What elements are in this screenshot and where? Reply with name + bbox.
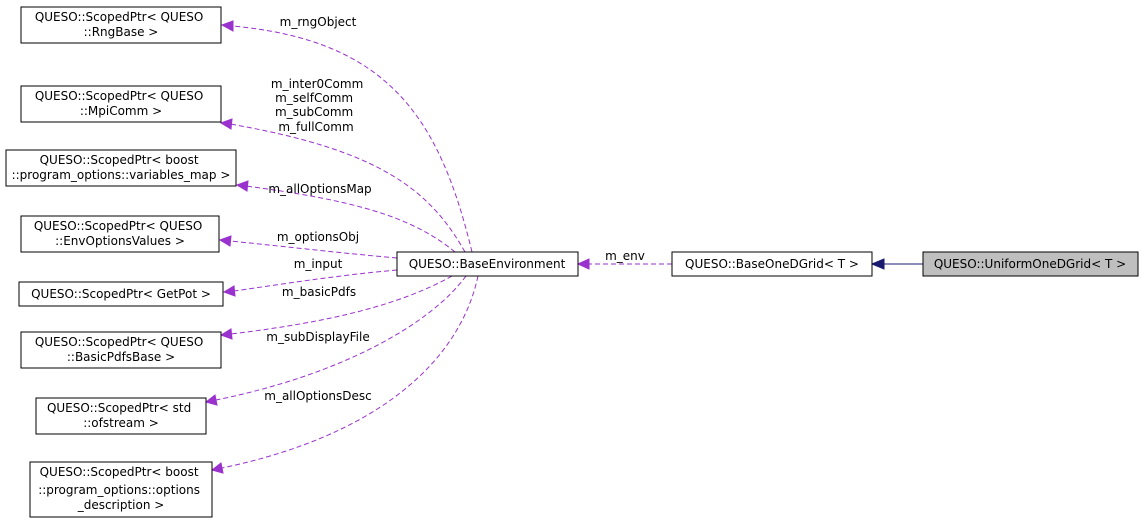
node-label-line: ::program_options::variables_map >	[12, 168, 231, 182]
node-label-line: QUESO::UniformOneDGrid< T >	[934, 257, 1126, 271]
edge-label-env: m_env	[605, 249, 645, 263]
edge-label-line: m_selfComm	[275, 91, 353, 105]
edge-label-comms: m_inter0Comm m_selfComm m_subComm m_full…	[271, 77, 367, 134]
node-label-line: QUESO::BaseOneDGrid< T >	[685, 257, 859, 271]
edge-label-all-options-map: m_allOptionsMap	[268, 182, 371, 196]
edge-label-rng-object: m_rngObject	[280, 15, 357, 29]
edge-label-all-options-desc: m_allOptionsDesc	[264, 389, 371, 403]
svg-text:QUESO::ScopedPtr< boost: QUESO::ScopedPtr< boost ::program_option…	[12, 153, 231, 182]
node-scoped-ptr-options-description[interactable]: QUESO::ScopedPtr< boost ::program_option…	[29, 461, 213, 518]
node-label-line: ::ofstream >	[83, 416, 159, 430]
edge-label-line: m_env	[605, 249, 645, 263]
svg-text:QUESO::BaseOneDGrid< T >: QUESO::BaseOneDGrid< T >	[685, 257, 859, 271]
edge-label-line: m_optionsObj	[277, 230, 359, 244]
edge-label-input: m_input	[294, 257, 343, 271]
node-scoped-ptr-env-options-values[interactable]: QUESO::ScopedPtr< QUESO ::EnvOptionsValu…	[20, 215, 220, 253]
edge-label-line: m_input	[294, 257, 343, 271]
edge-input	[222, 269, 398, 297]
node-scoped-ptr-getpot[interactable]: QUESO::ScopedPtr< GetPot >	[18, 281, 224, 307]
edge-inheritance	[870, 258, 923, 270]
edge-options-obj	[218, 235, 398, 259]
edge-label-line: m_allOptionsMap	[268, 182, 371, 196]
edge-label-basic-pdfs: m_basicPdfs	[282, 285, 356, 299]
edge-all-options-map	[235, 180, 456, 253]
node-label-line: ::EnvOptionsValues >	[55, 234, 185, 248]
edge-rng-object	[220, 20, 473, 253]
edge-label-line: m_rngObject	[280, 15, 357, 29]
svg-text:QUESO::ScopedPtr< QUESO: QUESO::ScopedPtr< QUESO ::BasicPdfsBase …	[35, 335, 207, 364]
edge-label-line: m_subDisplayFile	[266, 330, 369, 344]
svg-text:QUESO::ScopedPtr< QUESO: QUESO::ScopedPtr< QUESO ::EnvOptionsValu…	[34, 219, 206, 248]
edge-env	[576, 258, 672, 270]
edge-all-options-desc	[210, 275, 479, 474]
svg-text:QUESO::ScopedPtr< std ::: QUESO::ScopedPtr< std ::ofstream >	[47, 401, 195, 430]
edge-label-line: m_inter0Comm	[271, 77, 363, 91]
edge-label-sub-display-file: m_subDisplayFile	[266, 330, 369, 344]
node-label-line: QUESO::ScopedPtr< QUESO	[35, 89, 204, 103]
node-scoped-ptr-rng-base[interactable]: QUESO::ScopedPtr< QUESO ::RngBase >	[20, 6, 222, 44]
node-label-line: ::MpiComm >	[80, 104, 162, 118]
node-label-line: QUESO::ScopedPtr< QUESO	[35, 335, 204, 349]
edge-label-options-obj: m_optionsObj	[277, 230, 359, 244]
node-scoped-ptr-variables-map[interactable]: QUESO::ScopedPtr< boost ::program_option…	[5, 149, 237, 187]
edge-label-line: m_subComm	[275, 105, 353, 119]
node-scoped-ptr-basic-pdfs-base[interactable]: QUESO::ScopedPtr< QUESO ::BasicPdfsBase …	[20, 331, 222, 369]
svg-text:QUESO::UniformOneDGrid< T >: QUESO::UniformOneDGrid< T >	[934, 257, 1126, 271]
node-base-one-d-grid[interactable]: QUESO::BaseOneDGrid< T >	[671, 251, 873, 277]
node-label-line: QUESO::ScopedPtr< QUESO	[35, 10, 204, 24]
node-label-line: ::BasicPdfsBase >	[67, 350, 175, 364]
node-label-line: QUESO::BaseEnvironment	[409, 257, 566, 271]
svg-text:QUESO::ScopedPtr< QUESO: QUESO::ScopedPtr< QUESO ::RngBase >	[35, 10, 207, 39]
edge-label-line: m_fullComm	[278, 120, 353, 134]
node-label-line: _description >	[77, 498, 165, 512]
node-base-environment[interactable]: QUESO::BaseEnvironment	[396, 251, 579, 277]
node-label-line: QUESO::ScopedPtr< std	[47, 401, 191, 415]
node-label-line: QUESO::ScopedPtr< boost	[40, 153, 199, 167]
node-label-line: ::RngBase >	[84, 25, 159, 39]
node-scoped-ptr-ofstream[interactable]: QUESO::ScopedPtr< std ::ofstream >	[35, 397, 207, 435]
svg-text:QUESO::ScopedPtr< GetPot >: QUESO::ScopedPtr< GetPot >	[31, 287, 211, 301]
node-label-line: ::program_options::options	[38, 483, 200, 497]
edge-sub-display-file	[204, 275, 467, 406]
node-label-line: QUESO::ScopedPtr< boost	[40, 465, 199, 479]
edge-label-line: m_basicPdfs	[282, 285, 356, 299]
svg-text:QUESO::BaseEnvironment: QUESO::BaseEnvironment	[409, 257, 566, 271]
node-scoped-ptr-mpi-comm[interactable]: QUESO::ScopedPtr< QUESO ::MpiComm >	[20, 85, 222, 123]
node-label-line: QUESO::ScopedPtr< QUESO	[34, 219, 203, 233]
edge-label-line: m_allOptionsDesc	[264, 389, 371, 403]
edge-comms	[219, 118, 466, 253]
svg-text:QUESO::ScopedPtr< QUESO: QUESO::ScopedPtr< QUESO ::MpiComm >	[35, 89, 207, 118]
svg-text:QUESO::ScopedPtr< boost: QUESO::ScopedPtr< boost ::program_option…	[38, 465, 204, 512]
edge-basic-pdfs	[219, 275, 453, 340]
node-uniform-one-d-grid[interactable]: QUESO::UniformOneDGrid< T >	[922, 251, 1139, 277]
node-label-line: QUESO::ScopedPtr< GetPot >	[31, 287, 211, 301]
